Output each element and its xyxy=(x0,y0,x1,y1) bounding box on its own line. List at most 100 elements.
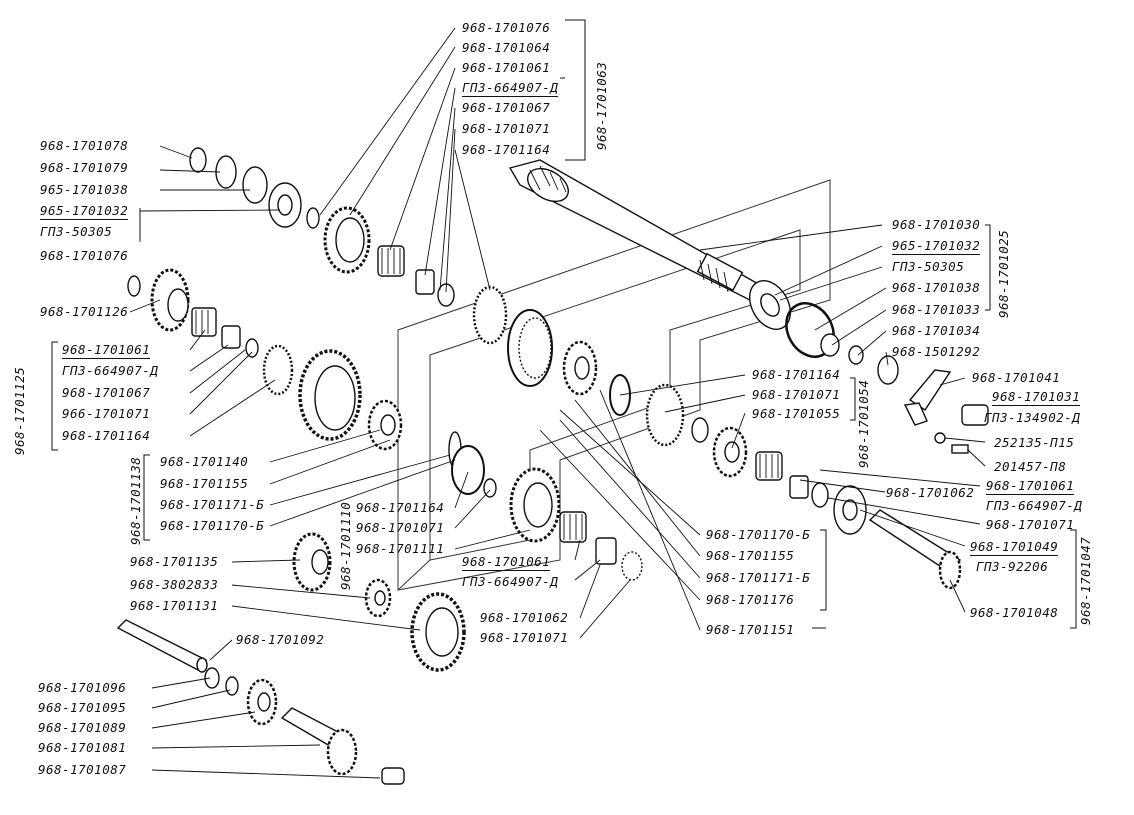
label-968-1701164-right: 968-1701164 xyxy=(752,367,841,382)
washer-968-1701033 xyxy=(820,333,840,357)
label-968-3802833: 968-3802833 xyxy=(130,577,219,592)
label-gpz-664907-d-top: ГПЗ-664907-Д xyxy=(462,80,559,97)
group-label-968-1701110: 968-1701110 xyxy=(338,501,353,590)
label-968-1701067-left: 968-1701067 xyxy=(62,385,151,400)
label-968-1701071-right: 968-1701071 xyxy=(752,387,841,402)
label-968-1701067-top: 968-1701067 xyxy=(462,100,551,115)
label-968-1701081: 968-1701081 xyxy=(38,740,127,755)
synchro-ring-968-1701164-right xyxy=(645,383,685,447)
snap-ring-968-1701164-right xyxy=(609,374,631,416)
synchronizer-sleeve xyxy=(507,309,553,387)
label-968-1701170-b-right: 968-1701170-Б xyxy=(706,527,811,542)
label-968-1701041: 968-1701041 xyxy=(972,370,1061,385)
label-968-1701033: 968-1701033 xyxy=(892,302,981,317)
ring-968-1701071-mid xyxy=(483,478,497,498)
label-968-1701087: 968-1701087 xyxy=(38,762,127,777)
label-968-1701135: 968-1701135 xyxy=(130,554,219,569)
label-968-1701155-right: 968-1701155 xyxy=(706,548,795,563)
primary-shaft xyxy=(508,159,761,301)
label-968-1701062-right: 968-1701062 xyxy=(886,485,975,500)
gear-968-1701140 xyxy=(298,349,362,441)
label-968-1701155-left: 968-1701155 xyxy=(160,476,249,491)
label-201457-p8: 201457-П8 xyxy=(994,459,1067,474)
washer-968-1701096 xyxy=(204,667,220,689)
gear-968-1701111 xyxy=(509,467,561,543)
cap-968-1701078 xyxy=(189,147,207,173)
pin-201457 xyxy=(951,444,969,454)
label-968-1701031: 968-1701031 xyxy=(992,389,1081,406)
shift-lever-968-1701041 xyxy=(903,369,952,426)
label-gpz-50305-right: ГПЗ-50305 xyxy=(892,259,965,274)
ring-966-1701071 xyxy=(245,338,259,358)
label-968-1701171-b-left: 968-1701171-Б xyxy=(160,497,265,512)
ring-968-1701071-right xyxy=(691,417,709,443)
ring-965-1701038 xyxy=(242,166,268,204)
needle-bearing-top xyxy=(377,245,405,277)
label-966-1701071: 966-1701071 xyxy=(62,406,151,421)
group-label-968-1701138: 968-1701138 xyxy=(128,456,143,545)
group-label-968-1701025: 968-1701025 xyxy=(996,229,1011,318)
seal-968-1501292 xyxy=(877,355,899,385)
label-968-1701176: 968-1701176 xyxy=(706,592,795,607)
label-968-1701089: 968-1701089 xyxy=(38,720,127,735)
label-968-1701171-b-right: 968-1701171-Б xyxy=(706,570,811,585)
label-968-1701061-right: 968-1701061 xyxy=(986,478,1075,495)
synchronizer-hub xyxy=(562,340,598,396)
label-gpz-664907-d-mid: ГПЗ-664907-Д xyxy=(462,574,559,589)
gear-968-1701126 xyxy=(150,268,190,332)
synchro-ring-968-1701164-top xyxy=(472,285,508,345)
group-label-968-1701125: 968-1701125 xyxy=(12,366,27,455)
gear-968-3802833 xyxy=(364,578,392,618)
needle-lines-mid xyxy=(563,514,583,540)
label-968-1701170-b-left: 968-1701170-Б xyxy=(160,518,265,533)
hub-968-1701055 xyxy=(712,426,748,478)
bushing-968-1701062-right xyxy=(789,475,809,499)
label-968-1701164-mid: 968-1701164 xyxy=(356,500,445,515)
label-968-1701079: 968-1701079 xyxy=(40,160,129,175)
label-968-1701140: 968-1701140 xyxy=(160,454,249,469)
label-968-1701078: 968-1701078 xyxy=(40,138,129,153)
label-968-1701034: 968-1701034 xyxy=(892,323,981,338)
label-gpz-664907-d-right: ГПЗ-664907-Д xyxy=(986,498,1083,513)
bearing-965-1701032-left xyxy=(268,182,302,228)
ring-968-1701076-left xyxy=(127,275,141,297)
label-968-1701064: 968-1701064 xyxy=(462,40,551,55)
label-968-1701071-low: 968-1701071 xyxy=(480,630,569,645)
bushing-968-1701062-mid xyxy=(595,537,617,565)
ring-968-1701076-top xyxy=(306,207,320,229)
gear-968-1701135 xyxy=(292,532,332,592)
label-968-1701061-mid: 968-1701061 xyxy=(462,554,551,571)
label-968-1701164-top: 968-1701164 xyxy=(462,142,551,157)
group-label-968-1701063: 968-1701063 xyxy=(594,61,609,150)
needle-lines-left xyxy=(195,310,209,334)
output-shaft-968-1701048 xyxy=(868,509,962,590)
gear-968-1701131 xyxy=(410,592,466,672)
needle-bearing-left xyxy=(191,307,217,337)
countershaft-968-1701081 xyxy=(280,707,358,776)
ring-968-1701071-low xyxy=(621,551,643,581)
label-968-1701164-left: 968-1701164 xyxy=(62,428,151,443)
gear-968-1701089 xyxy=(246,678,278,726)
label-968-1701095: 968-1701095 xyxy=(38,700,127,715)
reverse-shaft-968-1701092 xyxy=(116,619,208,673)
needle-lines-right xyxy=(759,454,779,478)
label-968-1701071-right-low: 968-1701071 xyxy=(986,517,1075,532)
bearing-968-1701049 xyxy=(833,485,867,535)
label-968-1701049: 968-1701049 xyxy=(970,539,1059,556)
needle-bearing-right xyxy=(755,451,783,481)
group-label-968-1701047: 968-1701047 xyxy=(1078,536,1093,625)
bushing-968-1701067-top xyxy=(415,269,435,295)
label-968-1701055: 968-1701055 xyxy=(752,406,841,421)
synchro-ring-968-1701164-left xyxy=(262,344,294,396)
label-968-1701062-mid: 968-1701062 xyxy=(480,610,569,625)
label-968-1701131: 968-1701131 xyxy=(130,598,219,613)
label-968-1701071-mid: 968-1701071 xyxy=(356,520,445,535)
label-965-1701032-right: 965-1701032 xyxy=(892,238,981,255)
label-968-1701048: 968-1701048 xyxy=(970,605,1059,620)
label-968-1701038: 968-1701038 xyxy=(892,280,981,295)
hub-968-1701155-left xyxy=(367,399,403,451)
label-968-1701092: 968-1701092 xyxy=(236,632,325,647)
snap-ring-right xyxy=(785,302,835,358)
